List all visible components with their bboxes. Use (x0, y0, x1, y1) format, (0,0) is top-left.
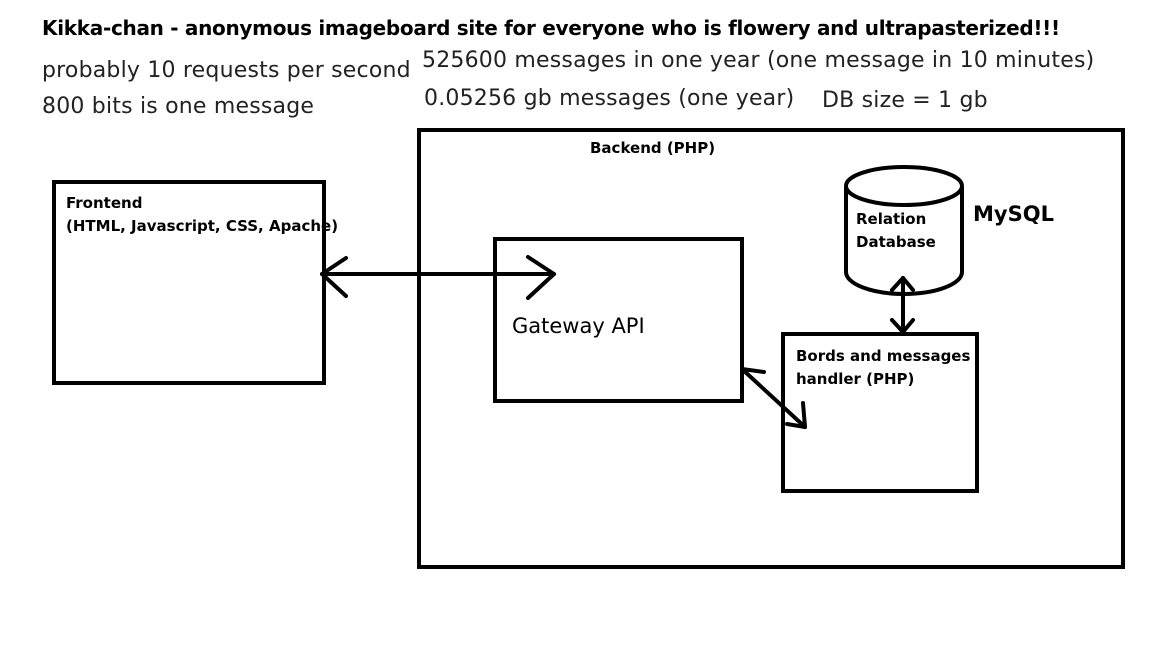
backend-label: Backend (PHP) (590, 139, 716, 157)
note-requests-per-second: probably 10 requests per second (42, 58, 411, 83)
note-db-size: DB size = 1 gb (822, 88, 988, 113)
handler-line-2: handler (PHP) (796, 370, 915, 388)
note-gb-per-year: 0.05256 gb messages (one year) (424, 86, 795, 111)
note-messages-per-year: 525600 messages in one year (one message… (422, 48, 1095, 73)
database-line-1: Relation (856, 210, 927, 228)
messages-handler-label: Bords and messages handler (PHP) (796, 345, 970, 391)
mysql-label: MySQL (973, 202, 1054, 226)
gateway-api-box (493, 237, 744, 403)
database-label: Relation Database (856, 208, 936, 254)
backend-box (417, 128, 1125, 569)
gateway-api-label: Gateway API (512, 314, 645, 338)
frontend-title: Frontend (66, 194, 143, 212)
frontend-label: Frontend (HTML, Javascript, CSS, Apache) (66, 192, 338, 238)
handler-line-1: Bords and messages (796, 347, 971, 365)
database-line-2: Database (856, 233, 936, 251)
diagram-title: Kikka-chan - anonymous imageboard site f… (42, 16, 1060, 40)
note-message-size: 800 bits is one message (42, 94, 315, 119)
frontend-tech: (HTML, Javascript, CSS, Apache) (66, 217, 339, 235)
